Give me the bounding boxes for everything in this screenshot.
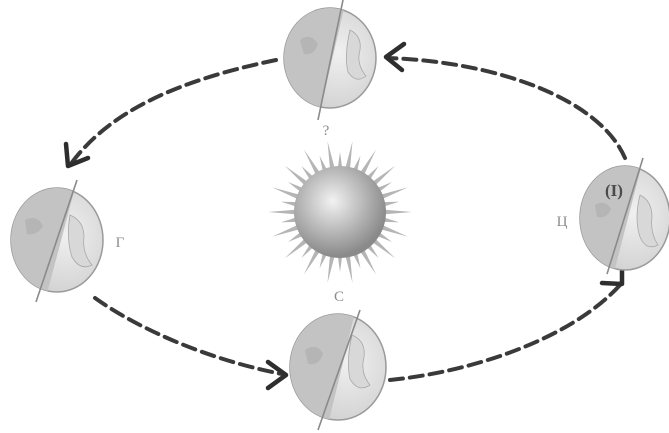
label-right-position: Ц	[557, 214, 568, 230]
earth-bottom-globe-icon	[280, 300, 386, 433]
arrowhead-to-bottom-icon	[268, 362, 286, 388]
sun-ray	[268, 210, 298, 215]
earth-top-globe-icon	[270, 0, 376, 120]
label-top-position: ?	[323, 123, 330, 139]
orbit-arc-left-to-bottom	[95, 298, 282, 374]
sun-icon	[268, 141, 412, 283]
earth-left-globe-icon	[0, 180, 103, 305]
sun-ray	[382, 210, 412, 215]
orbit-arc-right-to-top	[388, 58, 625, 158]
sun-disk	[294, 166, 386, 258]
earth-right-globe-icon	[570, 158, 669, 280]
orbit-arc-top-to-left	[70, 60, 276, 165]
label-right-earth-mark: (I)	[605, 181, 623, 200]
label-left-position: Г	[116, 235, 125, 251]
orbit-arc-bottom-to-right	[390, 285, 620, 380]
label-bottom-position: C	[334, 289, 344, 305]
